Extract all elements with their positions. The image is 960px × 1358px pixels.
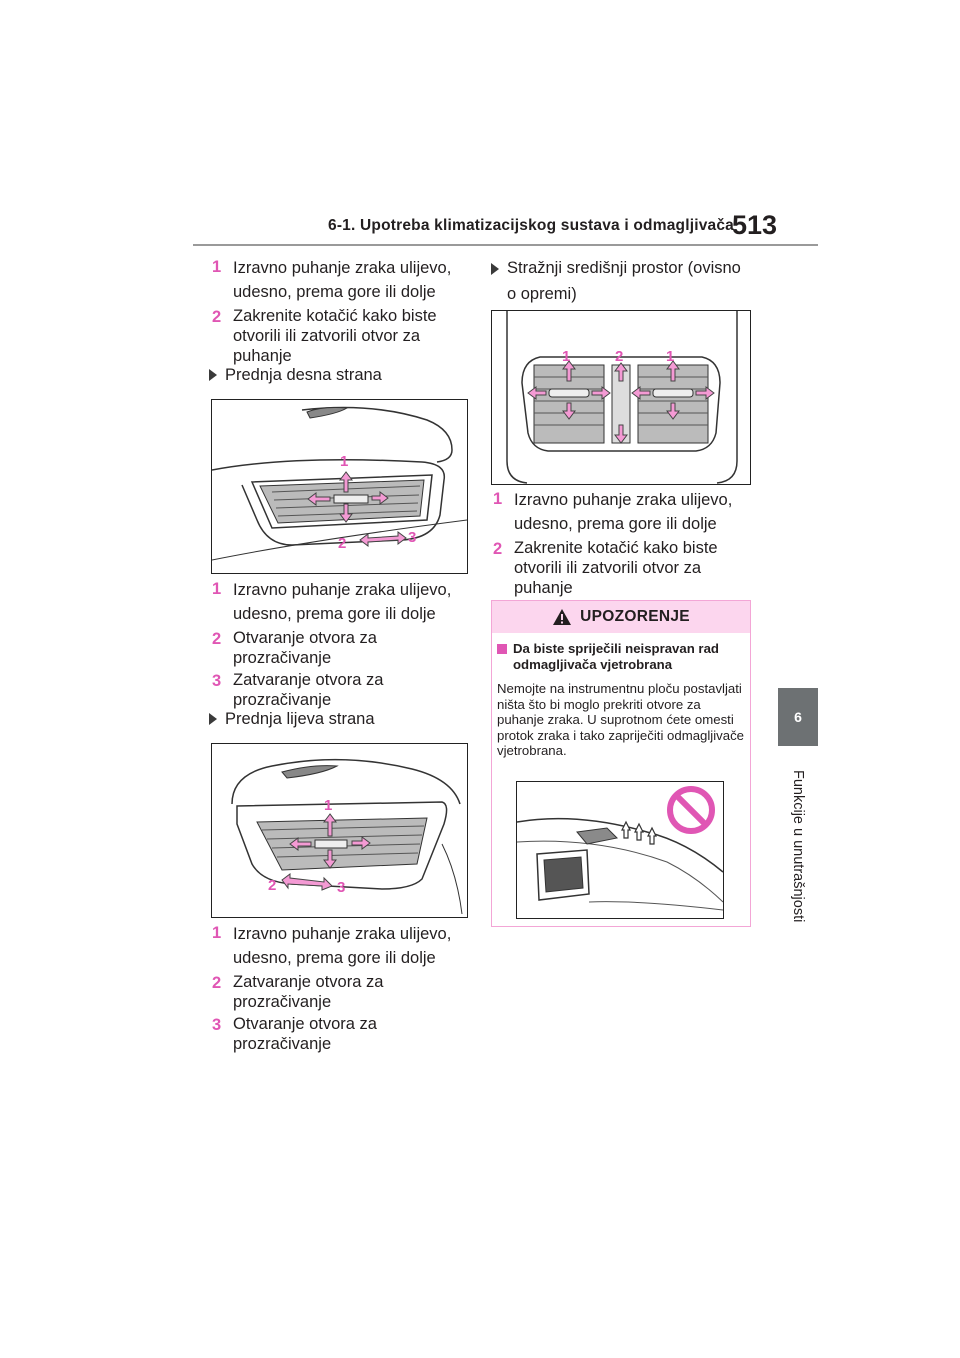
- item-text: Izravno puhanje zraka ulijevo, udesno, p…: [233, 581, 452, 623]
- front-left-list: 1 Izravno puhanje zraka ulijevo, udesno,…: [212, 922, 462, 1054]
- list-item: 2 Zatvaranje otvora za prozračivanje: [212, 972, 462, 1012]
- triangle-bullet-icon: [209, 713, 217, 725]
- warning-triangle-icon: [553, 609, 572, 625]
- rear-center-vent-figure: 1 2 1: [491, 310, 751, 485]
- item-number: 2: [212, 974, 222, 992]
- item-number: 1: [212, 924, 222, 942]
- figure-callout: 2: [338, 535, 346, 552]
- item-text: Otvaranje otvora za prozračivanje: [233, 1015, 377, 1053]
- triangle-bullet-icon: [491, 263, 499, 275]
- warning-subheading: Da biste spriječili neispravan rad odmag…: [513, 641, 719, 672]
- figure-callout: 1: [324, 797, 332, 814]
- page-number: 513: [732, 210, 778, 240]
- rear-center-heading: Stražnji središnji prostor (ovisno o opr…: [507, 259, 741, 303]
- figure-callout: 2: [268, 877, 276, 894]
- item-text: Zatvaranje otvora za prozračivanje: [233, 671, 384, 709]
- header-divider: [193, 244, 818, 246]
- item-text: Otvaranje otvora za prozračivanje: [233, 629, 377, 667]
- warning-title: UPOZORENJE: [580, 608, 690, 625]
- list-item: 2 Zakrenite kotačić kako biste otvorili …: [493, 538, 748, 598]
- list-item: 1 Izravno puhanje zraka ulijevo, udesno,…: [493, 488, 748, 536]
- list-item: 2 Zakrenite kotačić kako biste otvorili …: [212, 306, 462, 366]
- warning-subheading-row: Da biste spriječili neispravan rad odmag…: [497, 641, 744, 673]
- item-text: Zatvaranje otvora za prozračivanje: [233, 973, 384, 1011]
- list-item: 1 Izravno puhanje zraka ulijevo, udesno,…: [212, 256, 462, 304]
- chapter-title: Funkcije u unutrašnjosti: [790, 770, 806, 923]
- chapter-tab: 6: [778, 688, 818, 746]
- list-item: 2 Otvaranje otvora za prozračivanje: [212, 628, 462, 668]
- figure-callout: 1: [562, 348, 570, 365]
- item-text: Izravno puhanje zraka ulijevo, udesno, p…: [514, 491, 733, 533]
- item-text: Zakrenite kotačić kako biste otvorili il…: [233, 307, 437, 365]
- item-number: 3: [212, 672, 222, 690]
- item-number: 3: [212, 1016, 222, 1034]
- item-text: Izravno puhanje zraka ulijevo, udesno, p…: [233, 925, 452, 967]
- figure-callout: 3: [408, 529, 416, 546]
- front-right-vent-figure: 1 2 3: [211, 399, 468, 574]
- section-title: 6-1. Upotreba klimatizacijskog sustava i…: [328, 217, 735, 234]
- warning-box: UPOZORENJE Da biste spriječili neisprava…: [491, 600, 751, 927]
- list-item: 3 Otvaranje otvora za prozračivanje: [212, 1014, 462, 1054]
- rear-center-heading-row: Stražnji središnji prostor (ovisno o opr…: [488, 255, 753, 307]
- front-right-heading-row: Prednja desna strana: [206, 364, 466, 386]
- item-number: 2: [493, 540, 503, 558]
- figure-callout: 3: [337, 879, 345, 896]
- item-number: 2: [212, 630, 222, 648]
- list-item: 1 Izravno puhanje zraka ulijevo, udesno,…: [212, 578, 462, 626]
- front-left-heading: Prednja lijeva strana: [225, 710, 375, 728]
- rear-center-list: 1 Izravno puhanje zraka ulijevo, udesno,…: [493, 488, 748, 598]
- front-left-heading-row: Prednja lijeva strana: [206, 708, 466, 730]
- triangle-bullet-icon: [209, 369, 217, 381]
- intro-list: 1 Izravno puhanje zraka ulijevo, udesno,…: [212, 256, 462, 366]
- list-item: 1 Izravno puhanje zraka ulijevo, udesno,…: [212, 922, 462, 970]
- item-text: Zakrenite kotačić kako biste otvorili il…: [514, 539, 718, 597]
- front-right-heading: Prednja desna strana: [225, 366, 382, 384]
- figure-callout: 1: [666, 348, 674, 365]
- dashboard-warning-figure: [516, 781, 724, 919]
- item-number: 1: [493, 490, 503, 508]
- front-left-vent-figure: 1 2 3: [211, 743, 468, 918]
- list-item: 3 Zatvaranje otvora za prozračivanje: [212, 670, 462, 710]
- front-right-list: 1 Izravno puhanje zraka ulijevo, udesno,…: [212, 578, 462, 710]
- figure-callout: 1: [340, 453, 348, 470]
- prohibited-icon: [667, 786, 715, 834]
- warning-header: UPOZORENJE: [492, 601, 750, 633]
- item-number: 1: [212, 580, 222, 598]
- item-number: 2: [212, 308, 222, 326]
- item-text: Izravno puhanje zraka ulijevo, udesno, p…: [233, 259, 452, 301]
- warning-body: Nemojte na instrumentnu ploču postavljat…: [497, 681, 745, 759]
- figure-callout: 2: [615, 348, 623, 365]
- item-number: 1: [212, 258, 222, 276]
- square-bullet-icon: [497, 644, 507, 654]
